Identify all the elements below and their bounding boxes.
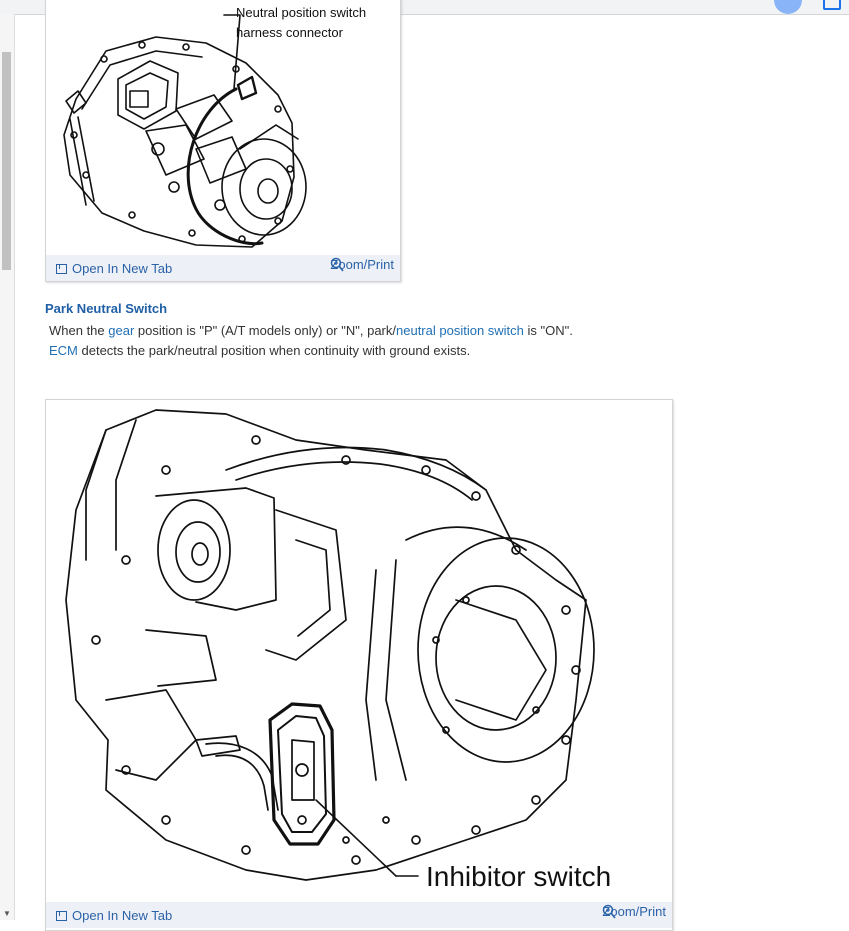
text-is-on: is "ON". — [523, 323, 573, 338]
zoom-print-label: Zoom/Print — [330, 257, 394, 272]
zoom-print-label: Zoom/Print — [602, 904, 666, 919]
open-new-tab-icon — [56, 910, 67, 921]
open-new-tab-label: Open In New Tab — [72, 908, 173, 923]
figure2-zoom-print-link[interactable]: Zoom/Print — [602, 904, 666, 919]
text-position: position is "P" (A/T models only) or "N"… — [134, 323, 396, 338]
open-new-tab-icon — [56, 263, 67, 274]
figure1-open-new-tab-link[interactable]: Open In New Tab — [56, 261, 172, 276]
figure-inhibitor-switch: Inhibitor switch Open In New Tab Zoom/Pr… — [45, 399, 673, 931]
description-line-2: ECM detects the park/neutral position wh… — [49, 341, 769, 361]
text-when-the: When the — [49, 323, 109, 338]
figure2-action-bar: Open In New Tab Zoom/Print — [46, 902, 672, 928]
transaxle-diagram-1: Neutral position switch harness connecto… — [63, 5, 366, 248]
figure1-callout-line1: Neutral position switch — [236, 5, 366, 20]
figure2-open-new-tab-link[interactable]: Open In New Tab — [56, 908, 172, 923]
scroll-down-arrow-icon[interactable]: ▼ — [3, 909, 11, 918]
section-title: Park Neutral Switch — [45, 301, 168, 316]
section-description: When the gear position is "P" (A/T model… — [49, 321, 769, 361]
scrollbar-thumb[interactable] — [2, 52, 11, 270]
text-detects: detects the park/neutral position when c… — [77, 343, 471, 358]
zoom-icon — [331, 257, 345, 272]
figure-neutral-switch: Neutral position switch harness connecto… — [45, 0, 401, 282]
gear-link[interactable]: gear — [108, 323, 135, 338]
transaxle-diagram-2: Inhibitor switch — [65, 409, 611, 892]
open-new-tab-label: Open In New Tab — [72, 261, 173, 276]
extension-icon[interactable] — [823, 0, 841, 10]
figure1-callout-line2: harness connector — [236, 25, 344, 40]
ecm-link[interactable]: ECM — [49, 343, 78, 358]
scrollbar[interactable]: ▼ — [0, 14, 15, 920]
profile-avatar[interactable] — [774, 0, 802, 14]
figure1-zoom-print-link[interactable]: Zoom/Print — [330, 257, 394, 272]
zoom-icon — [603, 904, 617, 919]
figure1-action-bar: Open In New Tab Zoom/Print — [46, 255, 400, 281]
description-line-1: When the gear position is "P" (A/T model… — [49, 321, 769, 341]
figure2-callout: Inhibitor switch — [426, 861, 611, 892]
neutral-position-switch-link[interactable]: neutral position switch — [396, 323, 524, 338]
